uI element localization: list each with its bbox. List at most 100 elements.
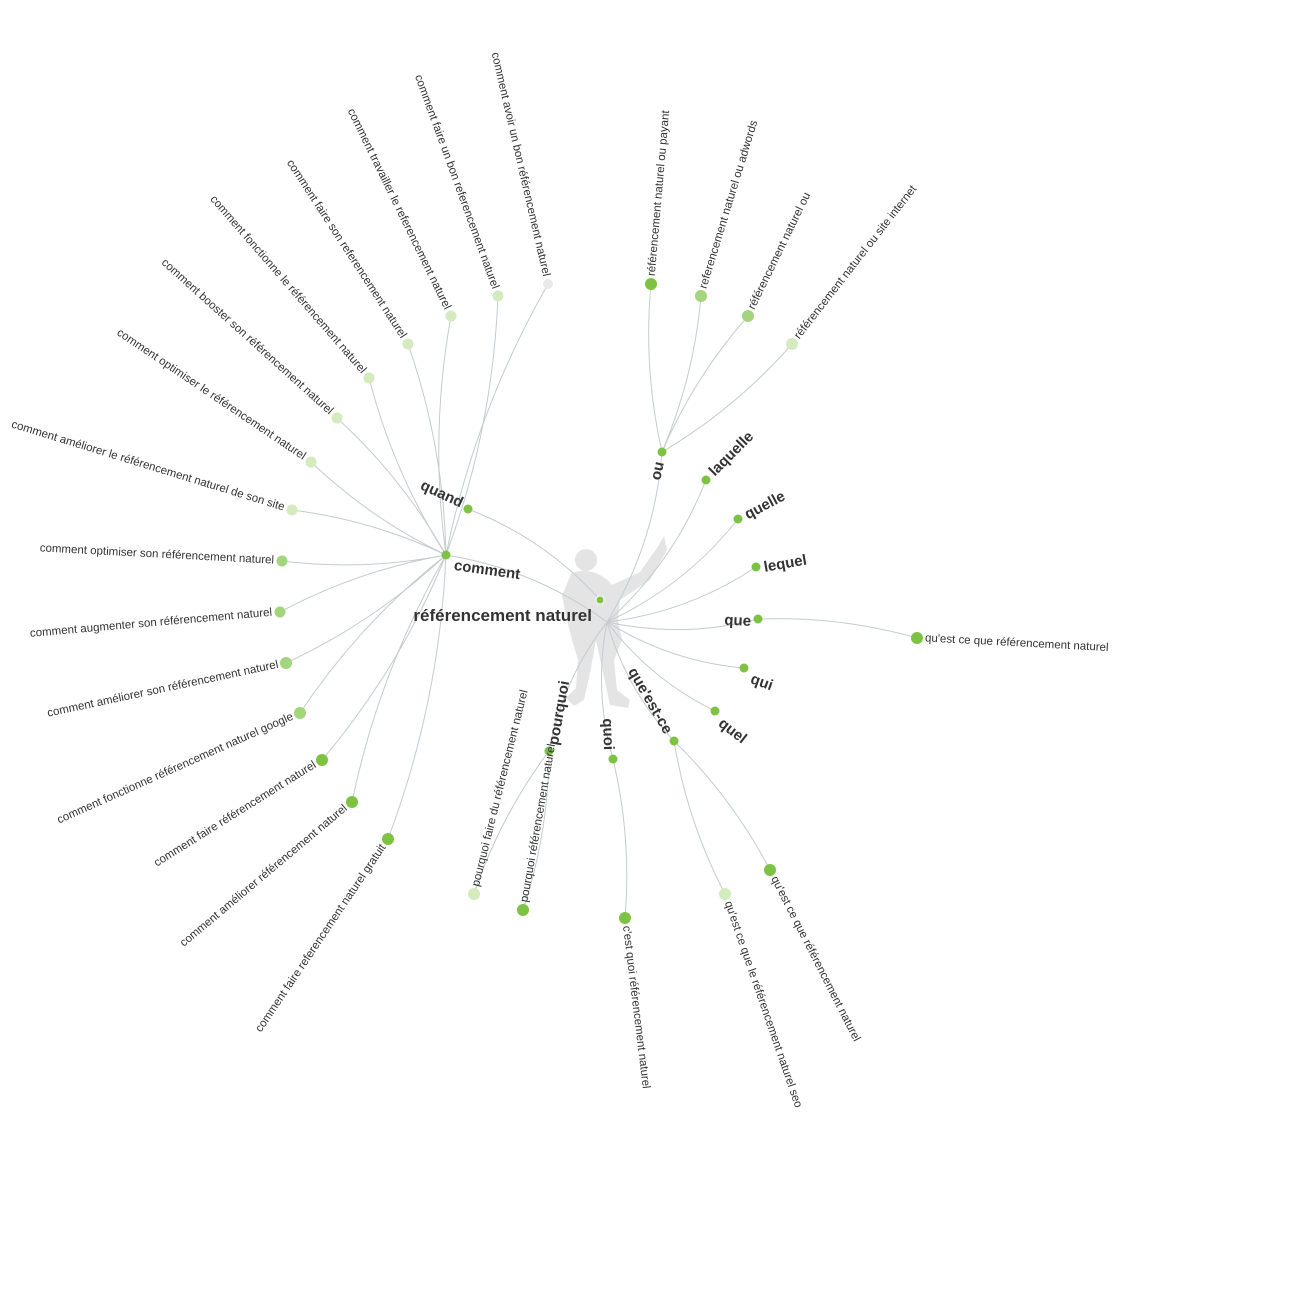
branch-label-quand[interactable]: quand [418, 477, 466, 511]
leaf-label-pourquoi-1[interactable]: pourquoi faire du référencement naturel [470, 689, 531, 888]
link-qui [606, 621, 745, 669]
branch-node-laquelle[interactable] [701, 475, 711, 485]
leaf-node-comment-2[interactable] [445, 310, 457, 322]
leaf-label-ou-2[interactable]: référencement naturel ou [746, 191, 813, 312]
link-leaf-ou-2 [661, 315, 749, 453]
link-laquelle [606, 479, 707, 623]
link-quel [606, 621, 716, 712]
leaf-label-que-est-ce-0[interactable]: qu'est ce que référencement naturel [768, 874, 862, 1043]
link-leaf-comment-11 [299, 554, 447, 714]
leaf-node-pourquoi-0[interactable] [517, 904, 529, 916]
link-leaf-comment-0 [445, 283, 549, 556]
branch-label-quoi[interactable]: quoi [599, 718, 617, 750]
link-ou [606, 451, 663, 623]
link-leaf-comment-6 [310, 461, 447, 556]
leaf-node-comment-4[interactable] [363, 372, 375, 384]
link-leaf-ou-3 [661, 343, 793, 453]
link-quand [467, 508, 601, 601]
branch-label-comment[interactable]: comment [453, 557, 521, 583]
leaf-label-que-est-ce-1[interactable]: qu'est ce que le référencement naturel s… [722, 900, 804, 1110]
leaf-node-comment-8[interactable] [276, 555, 288, 567]
root-node[interactable] [595, 595, 605, 605]
link-leaf-ou-0 [648, 283, 663, 453]
thinking-man-silhouette-icon [562, 536, 667, 708]
branch-node-quelle[interactable] [733, 514, 743, 524]
leaf-node-que-0[interactable] [911, 632, 923, 644]
branch-label-pourquoi[interactable]: pourquoi [545, 679, 573, 746]
link-leaf-comment-2 [438, 315, 452, 556]
leaf-label-pourquoi-0[interactable]: pourquoi référencement naturel [519, 743, 559, 903]
leaf-label-comment-6[interactable]: comment optimiser le référencement natur… [114, 327, 307, 463]
leaf-node-comment-1[interactable] [492, 290, 504, 302]
link-leaf-ou-1 [661, 295, 702, 453]
leaf-node-comment-12[interactable] [316, 754, 328, 766]
branch-node-quand[interactable] [463, 504, 473, 514]
leaf-node-comment-10[interactable] [280, 657, 292, 669]
link-leaf-que-est-ce-1 [673, 740, 726, 895]
leaf-label-comment-5[interactable]: comment booster son référencement nature… [159, 257, 335, 417]
link-quoi [601, 621, 614, 760]
leaf-node-comment-7[interactable] [286, 504, 298, 516]
leaf-node-comment-9[interactable] [274, 606, 286, 618]
branch-node-quel[interactable] [710, 706, 720, 716]
branch-label-laquelle[interactable]: laquelle [706, 428, 758, 480]
leaf-node-comment-6[interactable] [305, 456, 317, 468]
link-leaf-que-est-ce-0 [673, 740, 771, 871]
branch-node-quoi[interactable] [608, 754, 618, 764]
link-leaf-que-0 [757, 618, 918, 639]
leaf-label-ou-0[interactable]: référencement naturel ou payant [646, 109, 673, 276]
branch-node-pourquoi[interactable] [544, 746, 554, 756]
link-que [606, 618, 759, 631]
link-leaf-comment-4 [368, 377, 447, 556]
link-leaf-quoi-0 [612, 758, 628, 919]
branch-node-que[interactable] [753, 614, 763, 624]
branch-node-que-est-ce[interactable] [669, 736, 679, 746]
leaf-node-pourquoi-1[interactable] [468, 888, 480, 900]
link-leaf-comment-14 [387, 554, 447, 840]
leaf-label-comment-8[interactable]: comment optimiser son référencement natu… [39, 542, 274, 566]
leaf-node-que-est-ce-0[interactable] [764, 864, 776, 876]
branch-node-lequel[interactable] [751, 562, 761, 572]
link-quelle [606, 518, 739, 623]
leaf-label-comment-10[interactable]: comment améliorer son référencement natu… [46, 659, 279, 720]
leaf-label-comment-0[interactable]: comment avoir un bon référencement natur… [489, 51, 552, 277]
link-leaf-comment-12 [321, 554, 447, 761]
leaf-node-ou-3[interactable] [786, 338, 798, 350]
branch-label-qui[interactable]: qui [748, 671, 775, 695]
link-leaf-pourquoi-1 [473, 750, 550, 895]
leaf-label-comment-9[interactable]: comment augmenter son référencement natu… [29, 607, 272, 640]
leaf-node-que-est-ce-1[interactable] [719, 888, 731, 900]
branch-label-quelle[interactable]: quelle [742, 488, 788, 523]
leaf-label-que-0[interactable]: qu'est ce que référencement naturel [925, 632, 1109, 654]
leaf-label-comment-11[interactable]: comment fonctionne référencement naturel… [55, 711, 295, 826]
leaf-node-quoi-0[interactable] [619, 912, 631, 924]
leaf-node-comment-0[interactable] [543, 279, 553, 289]
branch-node-ou[interactable] [657, 447, 667, 457]
leaf-node-comment-14[interactable] [382, 833, 394, 845]
leaf-node-comment-11[interactable] [294, 707, 306, 719]
leaf-label-comment-4[interactable]: comment fonctionne le référencement natu… [207, 193, 368, 376]
leaf-node-ou-2[interactable] [742, 310, 754, 322]
leaf-node-ou-1[interactable] [695, 290, 707, 302]
branch-node-qui[interactable] [739, 663, 749, 673]
leaf-node-comment-5[interactable] [331, 412, 343, 424]
leaf-label-comment-7[interactable]: comment améliorer le référencement natur… [10, 419, 286, 514]
branch-label-que-est-ce[interactable]: que'est-ce [624, 665, 676, 737]
link-leaf-pourquoi-0 [522, 750, 550, 911]
branch-label-ou[interactable]: ou [647, 460, 667, 481]
link-leaf-comment-13 [351, 554, 447, 803]
leaf-label-ou-1[interactable]: referencement naturel ou adwords [698, 119, 761, 290]
leaf-node-ou-0[interactable] [645, 278, 657, 290]
leaf-node-comment-3[interactable] [402, 338, 414, 350]
link-lequel [606, 566, 757, 623]
leaf-node-comment-13[interactable] [346, 796, 358, 808]
branch-label-lequel[interactable]: lequel [762, 552, 808, 576]
branch-label-que[interactable]: que [724, 612, 752, 630]
link-leaf-comment-9 [279, 554, 447, 613]
leaf-label-quoi-0[interactable]: c'est quoi référencement naturel [620, 925, 652, 1089]
branch-label-quel[interactable]: quel [715, 715, 750, 747]
branch-node-comment[interactable] [441, 550, 451, 560]
link-que-est-ce [606, 621, 675, 742]
leaf-label-ou-3[interactable]: référencement naturel ou site internet [792, 183, 920, 342]
